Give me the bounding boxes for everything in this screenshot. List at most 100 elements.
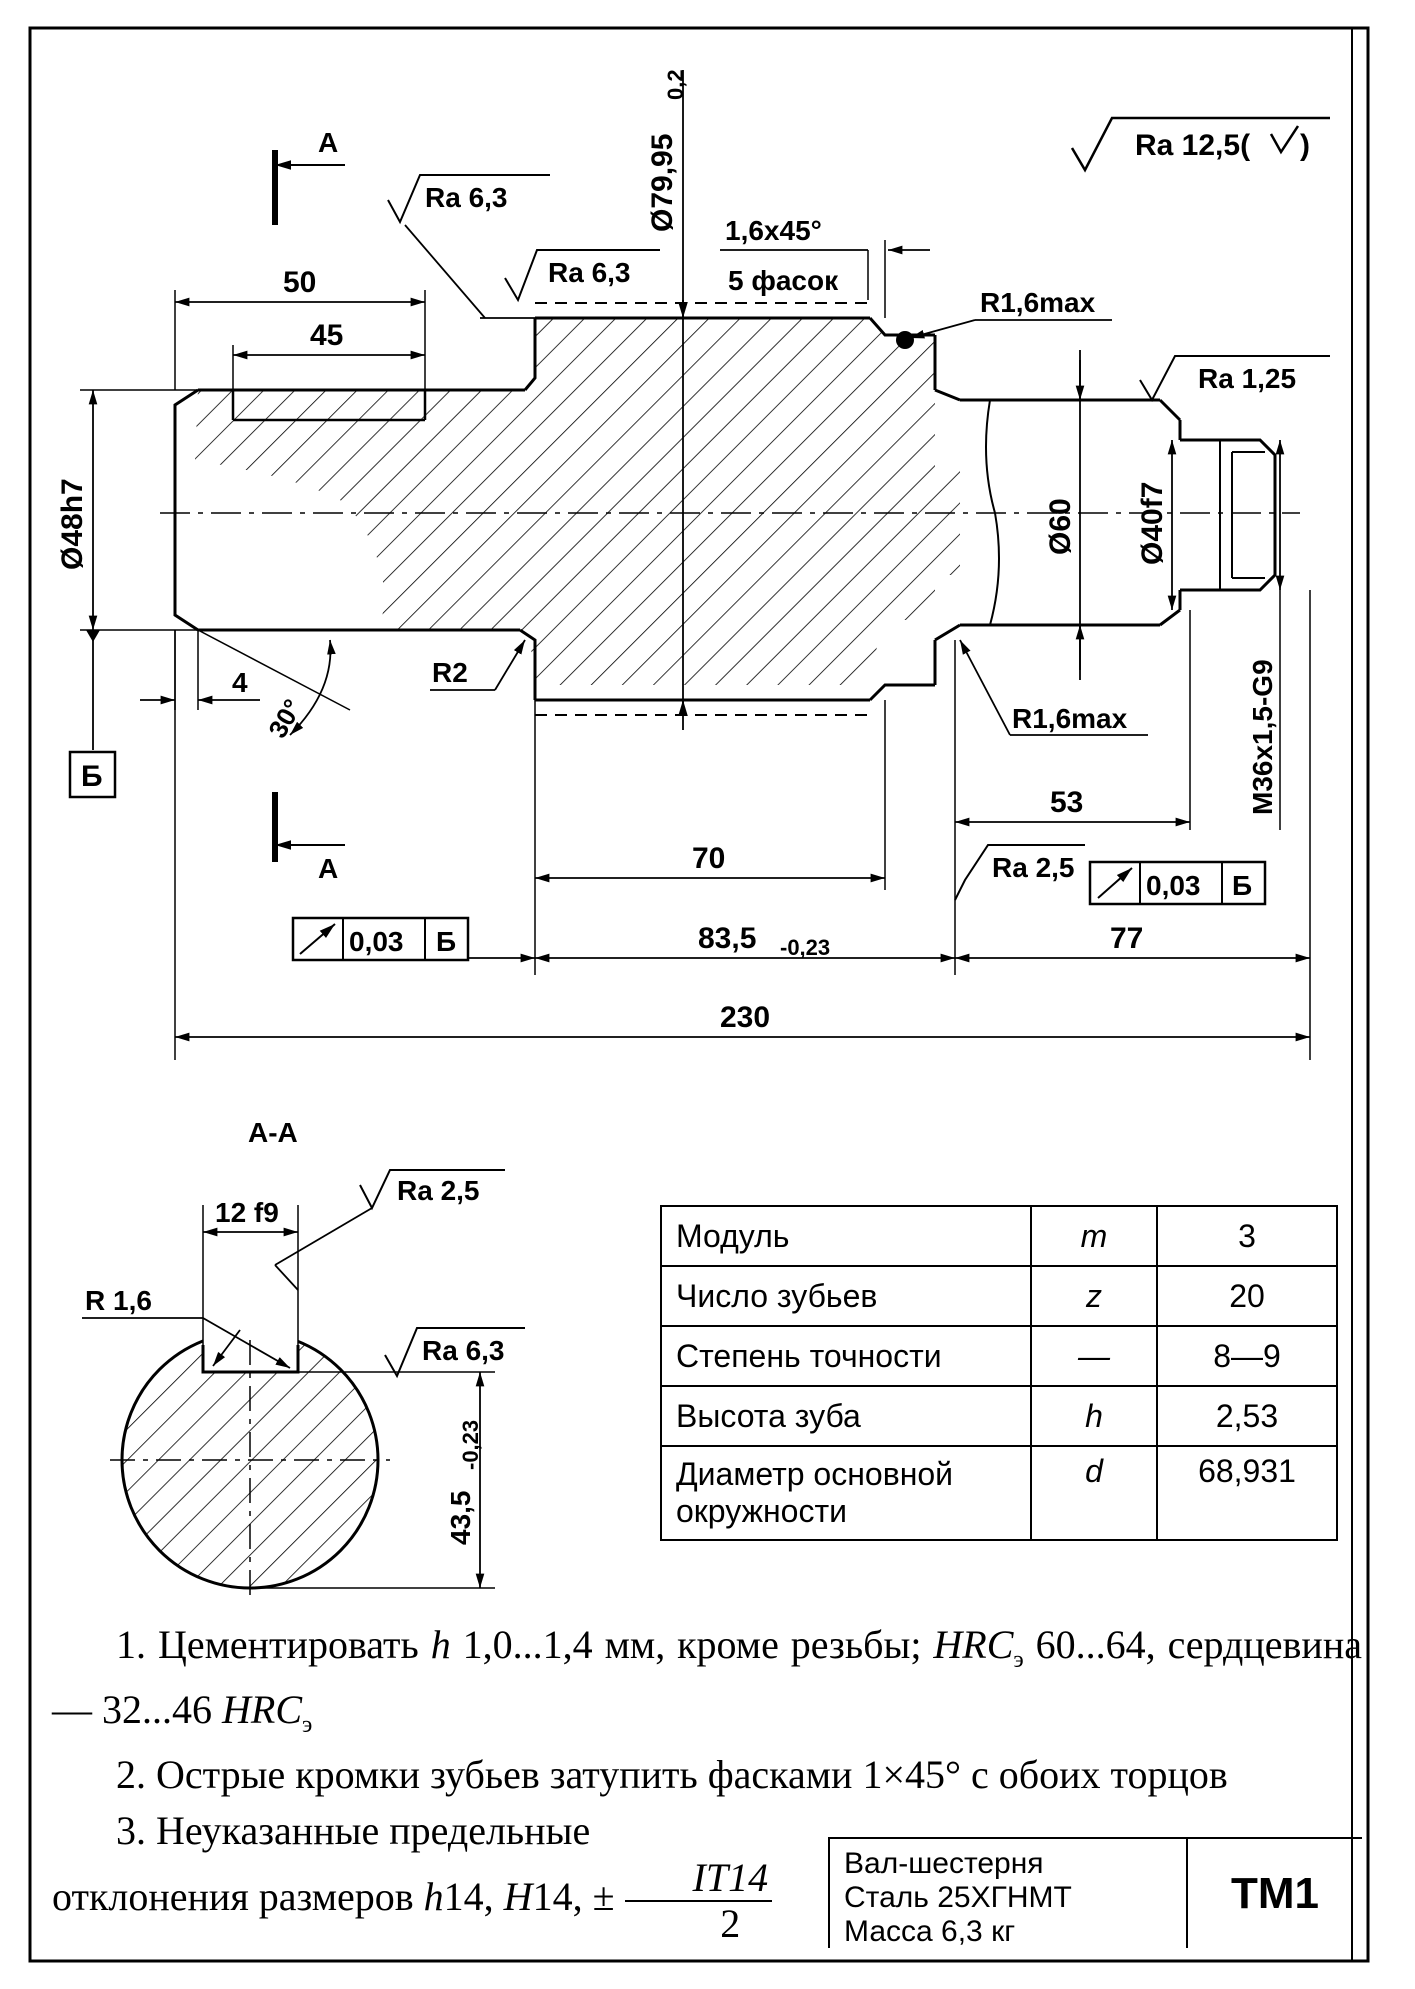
param-symbol: d: [1030, 1445, 1158, 1541]
dim-70: 70: [534, 640, 956, 975]
param-value: 3: [1156, 1205, 1338, 1267]
note-1-hrc: HRC: [933, 1622, 1014, 1667]
dim-835-tolerance: -0,23: [780, 935, 830, 960]
dim-chamfer-left: 4 30°: [140, 629, 351, 743]
param-symbol: m: [1030, 1205, 1158, 1267]
angle-30-label: 30°: [262, 694, 308, 743]
dim-53-label: 53: [1050, 786, 1083, 819]
param-name: Высота зуба: [660, 1385, 1032, 1447]
fraction-numerator: IT14: [624, 1856, 773, 1902]
note-2: 2. Острые кромки зубьев затупить фасками…: [116, 1752, 1228, 1797]
dim-77-label: 77: [1110, 922, 1143, 955]
note-1-sub: э: [1013, 1647, 1024, 1673]
datum-b-label: Б: [81, 760, 103, 793]
runout-2-datum: Б: [1232, 870, 1252, 901]
roughness-general-suffix: ): [1300, 129, 1310, 162]
roughness-callout-3: Ra 1,25: [1139, 355, 1330, 403]
section-a-a: 12 f9 Ra 2,5 R 1,6 Ra 6,3 43,5 -0,23: [82, 1169, 525, 1600]
table-row: Степень точности — 8—9: [660, 1325, 1338, 1387]
dim-60: Ø60: [960, 350, 1090, 680]
ra-6-3-label-1: Ra 6,3: [425, 182, 508, 213]
runout-1-datum: Б: [436, 926, 456, 957]
chamfer-count-label: 5 фасок: [728, 265, 839, 296]
chamfer-label: 1,6x45°: [725, 215, 822, 246]
radius-callout-bottom: R1,6max: [959, 639, 1148, 736]
param-symbol: z: [1030, 1265, 1158, 1327]
note-1-text-c: 60...64, сердцевина — 32...46: [52, 1622, 1362, 1732]
note-3-h: h: [423, 1874, 444, 1920]
roughness-runout-right: Ra 2,5 0,03 Б: [954, 844, 1267, 906]
table-row: Высота зуба h 2,53: [660, 1385, 1338, 1447]
note-1: 1. Цементировать h 1,0...1,4 мм, кроме р…: [52, 1620, 1362, 1750]
ra-2-5-label-2: Ra 2,5: [397, 1175, 480, 1206]
dim-thread: M36x1,5-G9: [1247, 440, 1285, 830]
thread-label: M36x1,5-G9: [1247, 659, 1278, 815]
ra-2-5-label-1: Ra 2,5: [992, 852, 1075, 883]
param-name: Модуль: [660, 1205, 1032, 1267]
param-value: 8—9: [1156, 1325, 1338, 1387]
note-1-text-b: 1,0...1,4 мм, кроме резьбы;: [450, 1622, 934, 1667]
dim-45-label: 45: [310, 319, 343, 352]
note-1-h: h: [430, 1622, 451, 1667]
gear-parameters-table: Модуль m 3 Число зубьев z 20 Степень точ…: [660, 1205, 1338, 1541]
note-1-text-a: 1. Цементировать: [116, 1622, 431, 1667]
roughness-callout-1: Ra 6,3: [387, 174, 550, 319]
chamfer-callout: 1,6x45° 5 фасок: [720, 215, 930, 318]
dia-48-label: Ø48h7: [56, 478, 89, 570]
param-symbol: h: [1030, 1385, 1158, 1447]
table-row: Модуль m 3: [660, 1205, 1338, 1267]
ra-6-3-label-3: Ra 6,3: [422, 1335, 505, 1366]
dim-835-label: 83,5: [698, 922, 756, 955]
dim-70-label: 70: [692, 842, 725, 875]
dim-53: 53: [955, 610, 1191, 830]
runout-2-value: 0,03: [1146, 870, 1201, 901]
title-block: Вал-шестерня Сталь 25ХГНМТ Масса 6,3 кг …: [828, 1837, 1362, 1948]
key-radius-label: R 1,6: [85, 1285, 152, 1316]
tip-diameter-tolerance: 0,2: [663, 69, 688, 100]
note-1-hrc2: HRC: [222, 1687, 302, 1732]
section-title: А-А: [248, 1117, 298, 1148]
section-mark-top: А: [318, 127, 338, 158]
roughness-general-label: Ra 12,5(: [1135, 129, 1250, 162]
param-name: Степень точности: [660, 1325, 1032, 1387]
mass: Масса 6,3 кг: [844, 1915, 1016, 1948]
runout-left: 0,03 Б: [291, 916, 535, 963]
technical-notes: 1. Цементировать h 1,0...1,4 мм, кроме р…: [52, 1620, 1362, 1946]
radius-bottom-label: R1,6max: [1012, 703, 1128, 734]
section-mark-bottom: А: [318, 853, 338, 884]
dia-60-label: Ø60: [1044, 498, 1077, 555]
title-block-info: Вал-шестерня Сталь 25ХГНМТ Масса 6,3 кг: [830, 1839, 1188, 1948]
param-value: 68,931: [1156, 1445, 1338, 1541]
note-3: 3. Неуказанные предельные отклонения раз…: [52, 1806, 792, 1946]
runout-1-value: 0,03: [349, 926, 404, 957]
radius-r2: R2: [430, 639, 526, 691]
param-value: 20: [1156, 1265, 1338, 1327]
dim-50-label: 50: [283, 266, 316, 299]
table-row: Диаметр основной окружности d 68,931: [660, 1445, 1338, 1541]
key-depth-tolerance: -0,23: [458, 1420, 483, 1470]
radius-r2-label: R2: [432, 657, 468, 688]
param-name: Диаметр основной окружности: [660, 1445, 1032, 1541]
dim-tip-diameter: Ø79,95 0,2: [646, 69, 688, 730]
note-3-H: H: [503, 1874, 533, 1920]
fraction-denominator: 2: [720, 1901, 741, 1946]
dia-40-label: Ø40f7: [1136, 482, 1169, 565]
material: Сталь 25ХГНМТ: [844, 1881, 1072, 1914]
dim-40: Ø40f7: [1136, 440, 1177, 610]
param-name: Число зубьев: [660, 1265, 1032, 1327]
tip-diameter-label: Ø79,95: [646, 134, 679, 232]
key-width-label: 12 f9: [215, 1197, 279, 1228]
table-row: Число зубьев z 20: [660, 1265, 1338, 1327]
part-name: Вал-шестерня: [844, 1847, 1044, 1880]
dim-48: Ø48h7: [56, 389, 198, 631]
section-marks: А А: [272, 127, 345, 884]
sheet-frame: [28, 26, 1370, 1963]
key-depth-label: 43,5: [445, 1491, 476, 1546]
param-symbol: —: [1030, 1325, 1158, 1387]
ra-6-3-label-2: Ra 6,3: [548, 257, 631, 288]
roughness-general: Ra 12,5( ): [1070, 116, 1330, 173]
radius-callout-top: R1,6max: [909, 287, 1112, 339]
dim-50-45: 50 45: [174, 266, 426, 420]
